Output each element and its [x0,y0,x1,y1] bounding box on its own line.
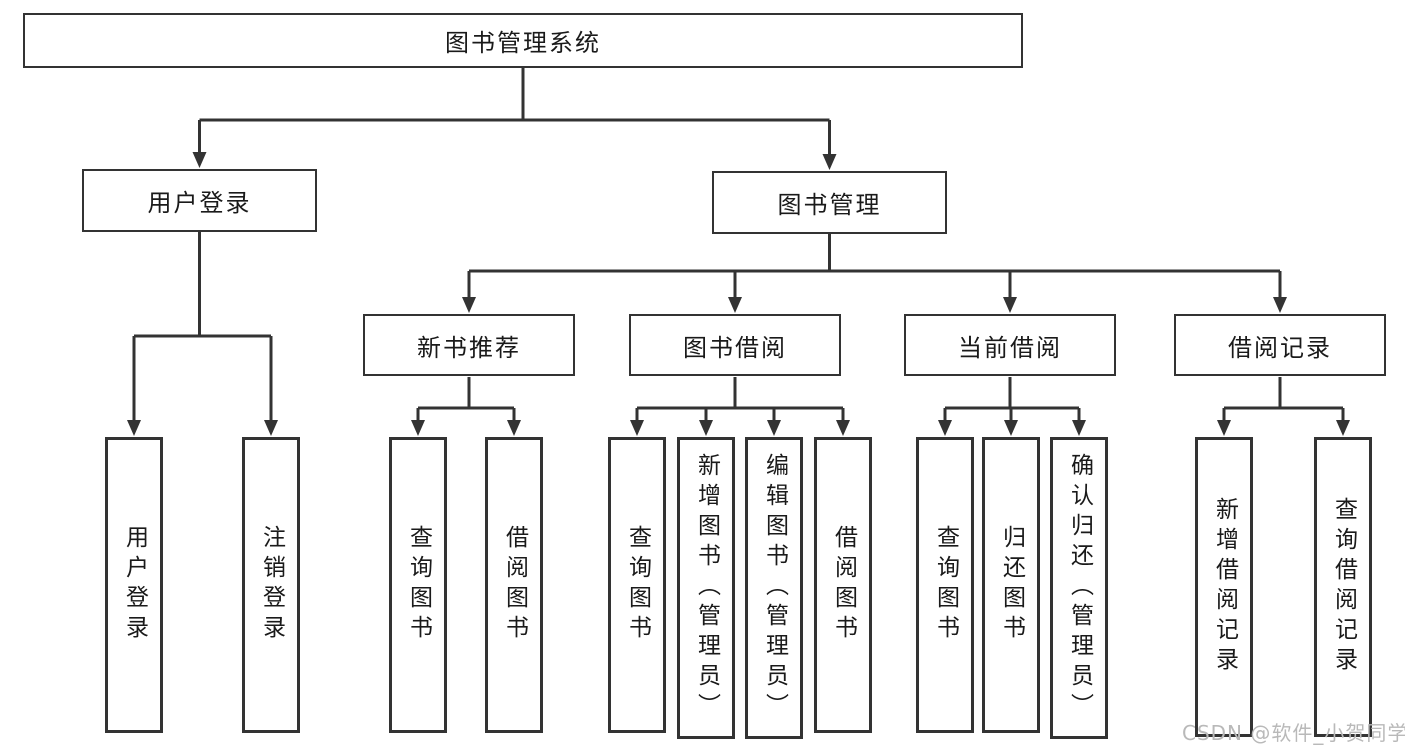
leaf-edit-books-admin: 编辑图书（管理员） [745,437,803,739]
leaf-query-books-recommend: 查询图书 [389,437,447,733]
node-new-book-recommendation: 新书推荐 [363,314,575,376]
node-borrowing-records: 借阅记录 [1174,314,1386,376]
leaf-query-borrow-record: 查询借阅记录 [1314,437,1372,737]
node-book-borrowing: 图书借阅 [629,314,841,376]
node-book-management: 图书管理 [712,171,947,234]
leaf-user-login: 用户登录 [105,437,163,733]
arrow-down-icon [127,152,1350,436]
node-user-login: 用户登录 [82,169,317,232]
csdn-watermark: CSDN @软件_小贺同学 [1182,721,1405,745]
leaf-query-books-current: 查询图书 [916,437,974,733]
leaf-add-books-admin: 新增图书（管理员） [677,437,735,739]
leaf-return-books: 归还图书 [982,437,1040,733]
leaf-query-books-borrowing: 查询图书 [608,437,666,733]
leaf-borrow-books-borrowing: 借阅图书 [814,437,872,733]
node-current-borrowing: 当前借阅 [904,314,1116,376]
leaf-confirm-return-admin: 确认归还（管理员） [1050,437,1108,739]
leaf-borrow-books-recommend: 借阅图书 [485,437,543,733]
node-library-system: 图书管理系统 [23,13,1023,68]
leaf-logout: 注销登录 [242,437,300,733]
leaf-add-borrow-record: 新增借阅记录 [1195,437,1253,737]
